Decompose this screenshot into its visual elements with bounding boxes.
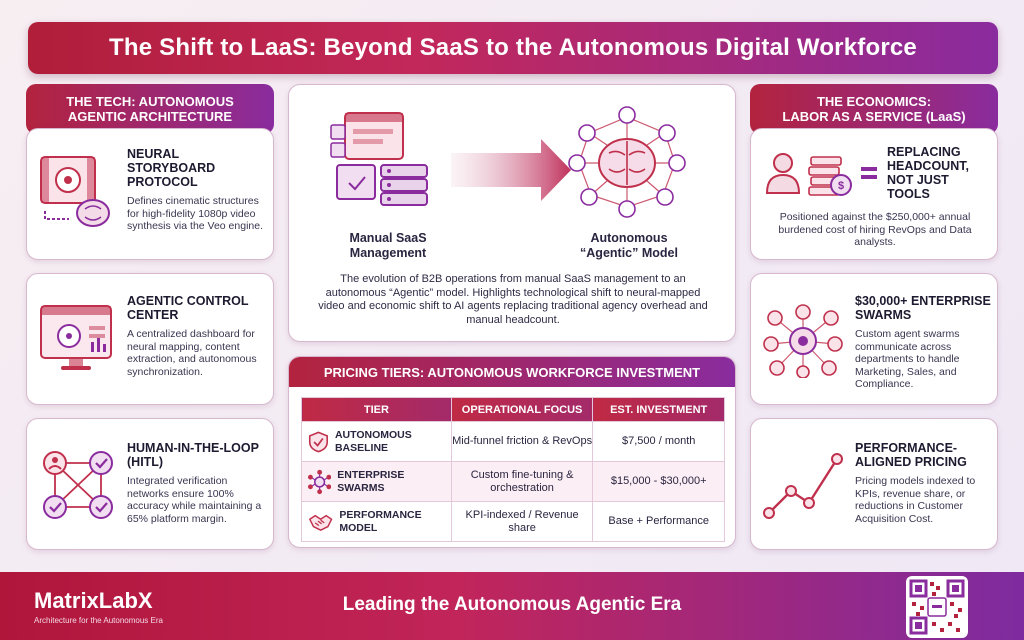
film-brain-icon xyxy=(39,153,115,236)
shift-overview-card: Manual SaaS Management Autonomous “Agent… xyxy=(288,84,736,342)
agentic-model-label: Autonomous “Agentic” Model xyxy=(580,231,678,260)
economics-heading-line1: THE ECONOMICS: xyxy=(816,94,932,109)
dashboard-monitor-icon xyxy=(39,304,115,381)
neural-storyboard-text: Defines cinematic structures for high-fi… xyxy=(127,195,264,232)
transition-arrow-icon xyxy=(451,135,571,210)
hitl-title: HUMAN-IN-THE-LOOP (HITL) xyxy=(127,441,259,469)
hitl-card: HUMAN-IN-THE-LOOP (HITL) Integrated veri… xyxy=(26,418,274,550)
enterprise-swarms-title: $30,000+ ENTERPRISE SWARMS xyxy=(855,294,991,322)
neural-storyboard-card: NEURAL STORYBOARD PROTOCOL Defines cinem… xyxy=(26,128,274,260)
table-row: ENTERPRISE SWARMS Custom fine-tuning & o… xyxy=(301,461,725,502)
replacing-headcount-title: REPLACING HEADCOUNT, NOT JUST TOOLS xyxy=(887,145,969,201)
agentic-control-text: A centralized dashboard for neural mappi… xyxy=(127,328,257,378)
tier-name: PERFORMANCE MODEL xyxy=(339,508,422,534)
replacing-headcount-card: $ REPLACING HEADCOUNT, NOT JUST TOOLS Po… xyxy=(750,128,998,260)
agentic-control-card: AGENTIC CONTROL CENTER A centralized das… xyxy=(26,273,274,405)
footer-tagline: Leading the Autonomous Agentic Era xyxy=(342,594,682,615)
performance-pricing-title: PERFORMANCE-ALIGNED PRICING xyxy=(855,441,967,469)
tier-name: AUTONOMOUS BASELINE xyxy=(334,428,412,454)
performance-pricing-card: PERFORMANCE-ALIGNED PRICING Pricing mode… xyxy=(750,418,998,550)
page-title: The Shift to LaaS: Beyond SaaS to the Au… xyxy=(28,22,998,74)
footer: MatrixLabX Architecture for the Autonomo… xyxy=(0,572,1024,640)
table-row: PERFORMANCE MODEL KPI-indexed / Revenue … xyxy=(301,501,725,542)
col-tier: TIER xyxy=(301,397,452,422)
tech-heading: THE TECH: AUTONOMOUS AGENTIC ARCHITECTUR… xyxy=(26,84,274,134)
swarm-gear-icon xyxy=(763,304,843,383)
neural-storyboard-title: NEURAL STORYBOARD PROTOCOL xyxy=(127,147,216,189)
agentic-control-title: AGENTIC CONTROL CENTER xyxy=(127,294,249,322)
manual-saas-icon xyxy=(327,107,437,222)
qr-code-icon[interactable] xyxy=(906,576,968,638)
network-hub-icon xyxy=(308,469,332,494)
person-money-icon: $ xyxy=(763,147,883,204)
tier-investment: $15,000 - $30,000+ xyxy=(592,461,725,502)
tier-investment: Base + Performance xyxy=(592,501,725,542)
tier-name: ENTERPRISE SWARMS xyxy=(337,468,405,494)
tier-investment: $7,500 / month xyxy=(592,421,725,462)
tech-heading-line1: THE TECH: AUTONOMOUS xyxy=(66,94,234,109)
enterprise-swarms-card: $30,000+ ENTERPRISE SWARMS Custom agent … xyxy=(750,273,998,405)
pricing-table: TIER OPERATIONAL FOCUS EST. INVESTMENT A… xyxy=(301,397,725,542)
tier-focus: Mid-funnel friction & RevOps xyxy=(450,421,594,462)
tier-focus: Custom fine-tuning & orchestration xyxy=(450,461,594,502)
replacing-headcount-text: Positioned against the $250,000+ annual … xyxy=(778,211,972,248)
brand-logo[interactable]: MatrixLabX xyxy=(34,588,153,613)
col-investment: EST. INVESTMENT xyxy=(592,397,725,422)
shift-description: The evolution of B2B operations from man… xyxy=(318,273,708,326)
col-focus: OPERATIONAL FOCUS xyxy=(450,397,594,422)
handshake-icon xyxy=(308,514,333,531)
verification-network-icon xyxy=(41,447,115,528)
svg-text:$: $ xyxy=(838,180,844,192)
table-row: AUTONOMOUS BASELINE Mid-funnel friction … xyxy=(301,421,725,462)
enterprise-swarms-text: Custom agent swarms communicate across d… xyxy=(855,328,960,390)
pricing-heading: PRICING TIERS: AUTONOMOUS WORKFORCE INVE… xyxy=(289,357,735,387)
brand-subtitle: Architecture for the Autonomous Era xyxy=(34,616,163,625)
tech-heading-line2: AGENTIC ARCHITECTURE xyxy=(67,109,233,124)
shield-check-icon xyxy=(308,431,328,452)
manual-saas-label: Manual SaaS Management xyxy=(349,231,427,260)
line-trend-icon xyxy=(763,447,847,528)
agentic-brain-network-icon xyxy=(567,103,687,224)
pricing-tiers-panel: PRICING TIERS: AUTONOMOUS WORKFORCE INVE… xyxy=(288,356,736,548)
hitl-text: Integrated verification networks ensure … xyxy=(127,475,262,525)
economics-heading-line2: LABOR AS A SERVICE (LaaS) xyxy=(782,109,966,124)
economics-heading: THE ECONOMICS: LABOR AS A SERVICE (LaaS) xyxy=(750,84,998,134)
tier-focus: KPI-indexed / Revenue share xyxy=(450,501,594,542)
performance-pricing-text: Pricing models indexed to KPIs, revenue … xyxy=(855,475,976,525)
